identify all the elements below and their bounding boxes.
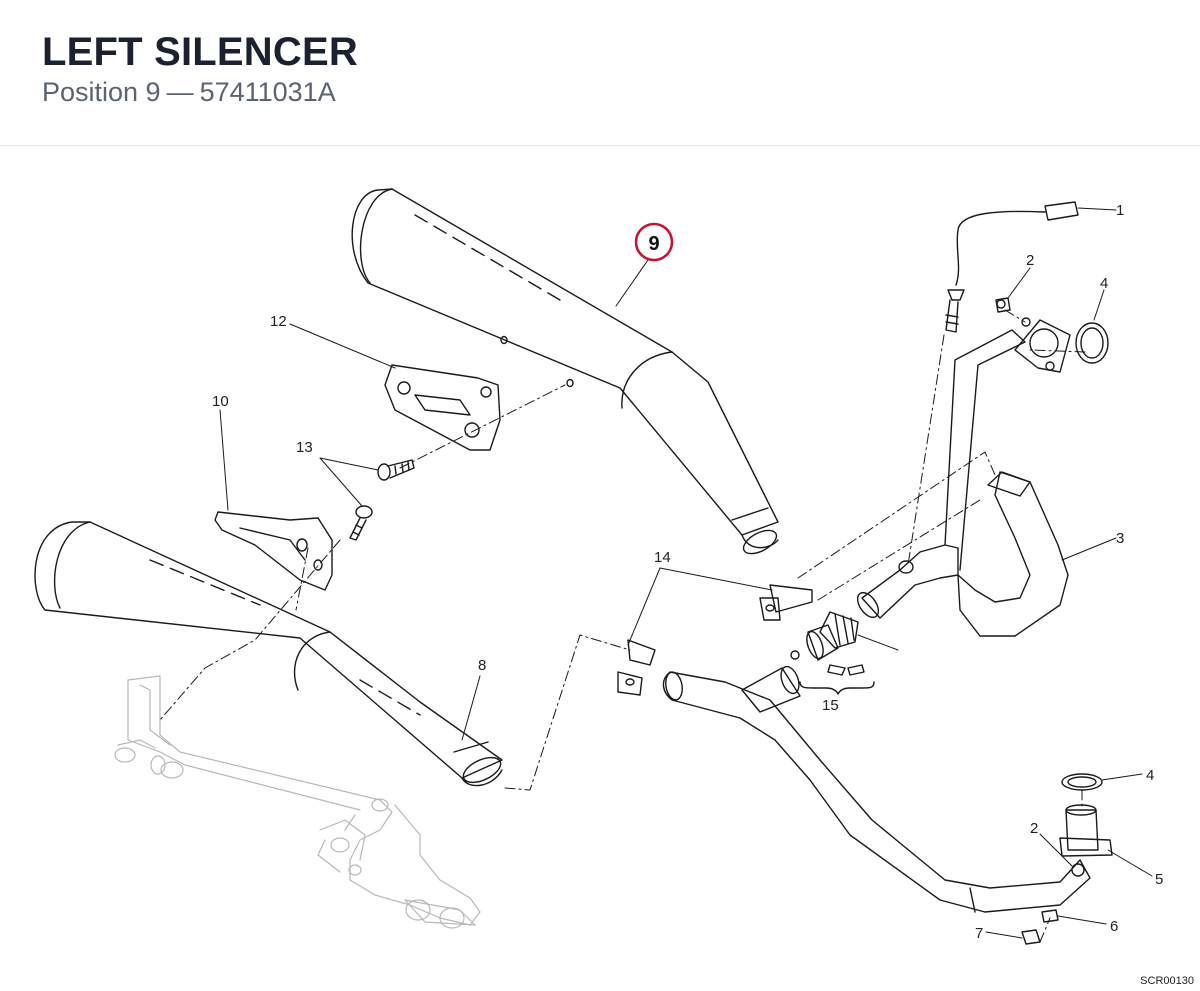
page-title: LEFT SILENCER [42, 30, 358, 74]
callout-14: 15 [822, 697, 839, 714]
callout-7: 7 [975, 925, 983, 942]
lambda-sensor-1 [945, 201, 1079, 333]
callout-8: 8 [478, 657, 486, 674]
leader-lines [219, 207, 1153, 939]
bracket-11 [384, 364, 501, 451]
callout-2-upper: 2 [1026, 252, 1034, 269]
callout-3: 3 [1116, 530, 1124, 547]
callout-4-upper: 4 [1100, 275, 1108, 292]
footrest-frame [114, 675, 481, 929]
silencer-lower [34, 521, 503, 787]
couplings-14-15 [790, 611, 875, 695]
gasket-nut-upper [995, 297, 1109, 364]
subtitle-position: Position 9 [42, 77, 161, 107]
bracket-10 [214, 511, 333, 591]
header-pipe-3 [856, 317, 1071, 637]
callout-5: 5 [1155, 871, 1163, 888]
screws-12 [349, 459, 415, 541]
header: LEFT SILENCER Position 9—57411031A [0, 0, 1200, 146]
page-subtitle: Position 9—57411031A [42, 77, 336, 108]
callout-11: 12 [270, 313, 287, 330]
callout-4-lower: 4 [1146, 767, 1154, 784]
callout-9: 9 [648, 233, 659, 255]
assembly-lines [159, 309, 1086, 943]
subtitle-separator: — [166, 77, 194, 107]
callout-10: 10 [212, 393, 229, 410]
exhaust-pipe [662, 665, 1091, 913]
callout-13: 14 [654, 549, 671, 566]
clamps-13 [617, 584, 813, 696]
flange-lower [1021, 773, 1113, 945]
callout-6: 6 [1110, 918, 1118, 935]
callout-1: 1 [1116, 202, 1124, 219]
subtitle-part-number: 57411031A [199, 77, 336, 107]
silencer-upper [351, 188, 779, 555]
diagram-code: SCR00130 [1140, 975, 1194, 987]
callout-2-lower: 2 [1030, 820, 1038, 837]
highlight-circle [634, 222, 674, 262]
callout-12: 13 [296, 439, 313, 456]
